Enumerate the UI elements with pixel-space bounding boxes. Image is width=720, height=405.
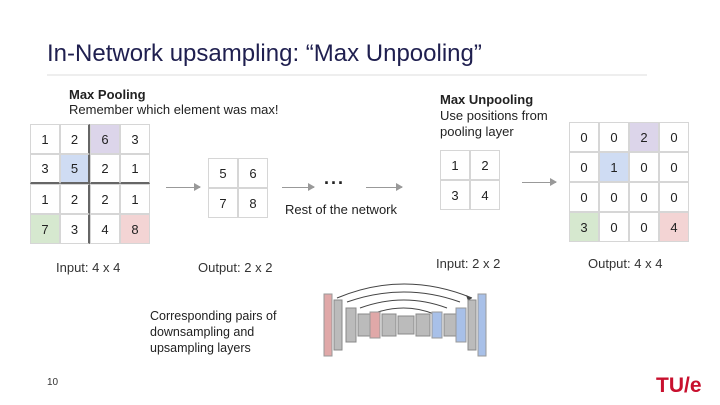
grid-cell: 4 (90, 214, 120, 244)
grid-cell: 4 (659, 212, 689, 242)
grid-cell: 3 (60, 214, 90, 244)
grid-cell: 8 (120, 214, 150, 244)
arrow-to-unpooled (522, 178, 557, 186)
grid-cell: 4 (470, 180, 500, 210)
page-number: 10 (47, 377, 59, 388)
inset-line-1: Corresponding pairs of (150, 309, 277, 323)
grid-cell: 1 (120, 154, 150, 184)
pooling-input-caption: Input: 4 x 4 (56, 260, 121, 275)
u-net-diagram (323, 283, 487, 357)
grid-cell: 0 (629, 152, 659, 182)
grid-cell: 0 (629, 182, 659, 212)
arrow-from-network (366, 183, 403, 191)
grid-cell: 5 (60, 154, 90, 184)
unpooling-output-caption: Output: 4 x 4 (588, 256, 663, 271)
grid-cell: 0 (569, 122, 599, 152)
grid-cell: 0 (659, 122, 689, 152)
grid-cell: 3 (120, 124, 150, 154)
grid-cell: 0 (599, 122, 629, 152)
tue-logo: TU/e (656, 374, 702, 397)
max-unpooling-heading: Max Unpooling (440, 92, 534, 107)
grid-cell: 0 (659, 182, 689, 212)
grid-cell: 2 (60, 184, 90, 214)
grid-cell: 0 (569, 152, 599, 182)
grid-cell: 6 (238, 158, 268, 188)
grid-cell: 2 (60, 124, 90, 154)
grid-cell: 1 (440, 150, 470, 180)
title-rule (47, 74, 647, 76)
grid-cell: 5 (208, 158, 238, 188)
inset-line-2: downsampling and (150, 325, 255, 339)
grid-cell: 1 (30, 124, 60, 154)
arrow-to-network (282, 183, 315, 191)
grid-cell: 2 (629, 122, 659, 152)
slide-title: In-Network upsampling: “Max Unpooling” (47, 40, 482, 67)
network-dots: ... (324, 168, 346, 188)
grid-cell: 2 (470, 150, 500, 180)
grid-cell: 0 (659, 152, 689, 182)
grid-cell: 0 (629, 212, 659, 242)
grid-cell: 2 (90, 154, 120, 184)
inset-line-3: upsampling layers (150, 341, 251, 355)
grid-cell: 0 (599, 212, 629, 242)
grid-cell: 7 (30, 214, 60, 244)
grid-cell: 3 (569, 212, 599, 242)
grid-cell: 2 (90, 184, 120, 214)
max-pooling-heading: Max Pooling (69, 87, 146, 102)
grid-cell: 1 (599, 152, 629, 182)
pooling-figure: Max Pooling Remember which element was m… (26, 82, 700, 275)
grid-cell: 8 (238, 188, 268, 218)
pooling-output-caption: Output: 2 x 2 (198, 260, 273, 275)
grid-cell: 0 (599, 182, 629, 212)
inset-caption: Corresponding pairs of downsampling and … (150, 308, 276, 356)
max-unpooling-subtitle-2: pooling layer (440, 124, 514, 139)
grid-cell: 7 (208, 188, 238, 218)
grid-cell: 0 (569, 182, 599, 212)
max-pooling-subtitle: Remember which element was max! (69, 102, 279, 117)
grid-cell: 3 (30, 154, 60, 184)
grid-cell: 6 (90, 124, 120, 154)
rest-of-network-label: Rest of the network (285, 202, 397, 217)
grid-cell: 1 (30, 184, 60, 214)
max-unpooling-subtitle-1: Use positions from (440, 108, 548, 123)
arrow-to-pooled (166, 183, 201, 191)
unpooling-input-caption: Input: 2 x 2 (436, 256, 501, 271)
u-net-inset: Corresponding pairs of downsampling and … (142, 276, 500, 358)
grid-cell: 3 (440, 180, 470, 210)
grid-cell: 1 (120, 184, 150, 214)
